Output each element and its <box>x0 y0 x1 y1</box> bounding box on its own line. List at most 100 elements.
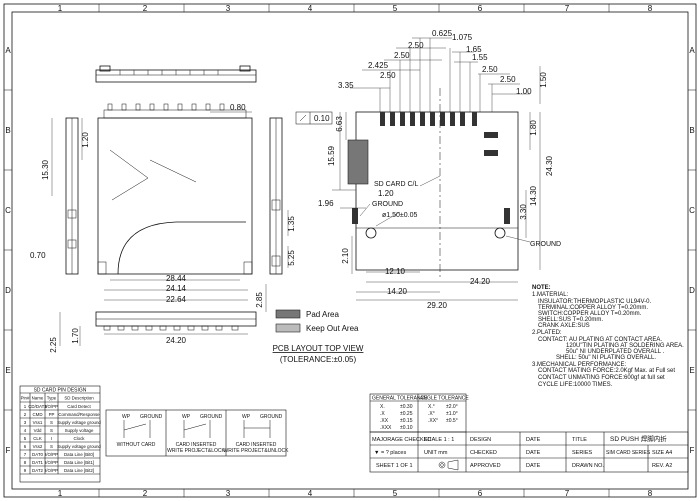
note-line: CONTACT: AU PLATING AT CONTACT AREA. <box>538 337 662 343</box>
date-label: DATE <box>526 450 541 456</box>
checked-label: CHECKED <box>470 450 497 456</box>
pcb-top-dimension-values: 0.625 1.075 2.50 1.65 2.50 1.55 2.425 2.… <box>338 29 548 96</box>
callout-hole-diameter: ø1.50±0.05 <box>382 212 417 219</box>
col-label-bottom: 6 <box>478 489 483 498</box>
legend-keep-out: Keep Out Area <box>306 324 359 333</box>
tolerance-format: .X <box>380 411 385 417</box>
dim-value: 3.30 <box>519 204 528 220</box>
col-label-bottom: 1 <box>58 489 63 498</box>
switch-diagram-without-card: WP GROUND WITHOUT CARD <box>117 414 163 448</box>
pin-name: DAT1 <box>32 460 43 465</box>
pin-name: Vss2 <box>33 444 43 449</box>
col-label-bottom: 8 <box>648 489 653 498</box>
angle-value: ±1.0° <box>446 411 458 417</box>
switch-label-ground: GROUND <box>200 414 223 420</box>
switch-diagram-write-lock: WP GROUND CARD INSERTED WRITE PROJECT&LO… <box>167 414 225 454</box>
row-label-left: C <box>5 206 11 215</box>
design-label: DESIGN <box>470 437 491 443</box>
dim-value: 6.63 <box>335 116 344 132</box>
sheet-border: 1 2 3 4 5 6 7 8 1 2 3 4 5 6 7 8 A B C D … <box>3 3 697 498</box>
angle-value: ±2.0° <box>446 404 458 410</box>
left-dimension-lines <box>51 111 289 346</box>
dim-value: 1.50 <box>539 72 548 88</box>
connector-right-profile <box>269 117 283 275</box>
dim-value: 1.80 <box>529 120 538 136</box>
pin-number: 1 <box>24 404 27 409</box>
tolerance-value: ±0.10 <box>400 425 413 431</box>
dim-value: 24.14 <box>166 284 187 293</box>
row-label-left: F <box>6 446 11 455</box>
note-line: INSULATOR:THERMOPLASTIC UL94V-0. <box>538 299 651 305</box>
pin-description: Card Detect <box>67 404 91 409</box>
dim-value: 29.20 <box>427 301 448 310</box>
dim-value: 1.35 <box>287 216 296 232</box>
switch-diagram-write-unlock: WP GROUND CARD INSERTED WRITE PROJECT&UN… <box>223 414 289 454</box>
pcb-pads <box>352 112 510 224</box>
callout-ground: GROUND <box>372 201 403 208</box>
note-line: 1.MATERIAL: <box>532 292 569 298</box>
pcb-legend: Pad Area Keep Out Area PCB LAYOUT TOP VI… <box>273 309 364 364</box>
pin-description: Supply voltage <box>65 428 94 433</box>
pin-number: 7 <box>24 452 27 457</box>
note-line: 120U"TIN PLATING AT SOLDERING AREA. <box>566 343 684 349</box>
callout-ground: GROUND <box>530 241 561 248</box>
note-line: CONTACT UNMATING FORCE:600gf at full set <box>538 375 665 381</box>
pad-area-swatch <box>275 309 301 319</box>
connector-front-view <box>95 311 257 331</box>
pcb-callouts: SD CARD C/L GROUND ø1.50±0.05 GROUND <box>359 175 561 248</box>
dim-value: 2.425 <box>368 61 389 70</box>
switch-label-wp: WP <box>182 414 191 420</box>
pcb-top-dimension-lines <box>350 37 541 112</box>
note-line: NOTE: <box>532 285 551 291</box>
switch-caption: CARD INSERTED <box>236 442 277 448</box>
date-label: DATE <box>526 437 541 443</box>
places-note: ▼ = ? places <box>374 450 406 456</box>
dim-value: 2.85 <box>255 292 264 308</box>
tolerance-format: .XX <box>380 418 389 424</box>
angle-value: ±0.5° <box>446 418 458 424</box>
switch-label-wp: WP <box>122 414 131 420</box>
pcb-layout-outline <box>355 88 519 278</box>
pin-table-header: Pin# <box>21 396 30 401</box>
sheet-count: SHEET 1 OF 1 <box>376 463 413 469</box>
pin-number: 2 <box>24 412 27 417</box>
pin-number: 4 <box>24 428 27 433</box>
pin-table-header: Name <box>32 396 44 401</box>
pin-name: CMD <box>33 412 43 417</box>
switch-label-ground: GROUND <box>260 414 283 420</box>
dim-value: 1.96 <box>318 199 334 208</box>
dim-value: 22.64 <box>166 295 187 304</box>
dim-value: 24.20 <box>166 336 187 345</box>
dim-value: 14.20 <box>387 287 408 296</box>
pin-type: S <box>50 428 53 433</box>
pin-number: 3 <box>24 420 27 425</box>
pin-type: I/O/PP <box>45 460 58 465</box>
col-label-bottom: 7 <box>565 489 570 498</box>
title-block: MAJORAGE CHECKED SCALE 1 : 1 DESIGN DATE… <box>369 431 689 473</box>
col-label-top: 4 <box>308 4 313 13</box>
dim-value: 5.25 <box>287 250 296 266</box>
keep-out-zone <box>347 139 369 185</box>
pin-number: 9 <box>24 468 27 473</box>
note-line: SHELL:SUS T=0.20mm. <box>538 317 603 323</box>
col-label-bottom: 3 <box>226 489 231 498</box>
tolerance-value: ±0.25 <box>400 411 413 417</box>
pcb-side-dimension-lines <box>332 112 541 301</box>
flatness-value: 0.10 <box>314 114 330 123</box>
dim-value: 1.55 <box>472 53 488 62</box>
pcb-view-tolerance: (TOLERANCE:±0.05) <box>280 355 357 364</box>
pin-table-title: SD CARD PIN DESIGN <box>34 388 87 394</box>
dim-value: 2.10 <box>341 248 350 264</box>
note-line: CRANK AXLE:SUS <box>538 323 590 329</box>
date-label: DATE <box>526 463 541 469</box>
dim-value: 1.20 <box>378 189 394 198</box>
tolerance-value: ±0.15 <box>400 418 413 424</box>
dim-value: 24.30 <box>545 155 554 176</box>
col-label-top: 8 <box>648 4 653 13</box>
pin-description: Data Line [Bit0] <box>64 452 94 457</box>
dim-value: 2.50 <box>380 71 396 80</box>
pin-description: Supply voltage ground <box>57 420 101 425</box>
col-label-top: 2 <box>143 4 148 13</box>
col-label-bottom: 5 <box>393 489 398 498</box>
